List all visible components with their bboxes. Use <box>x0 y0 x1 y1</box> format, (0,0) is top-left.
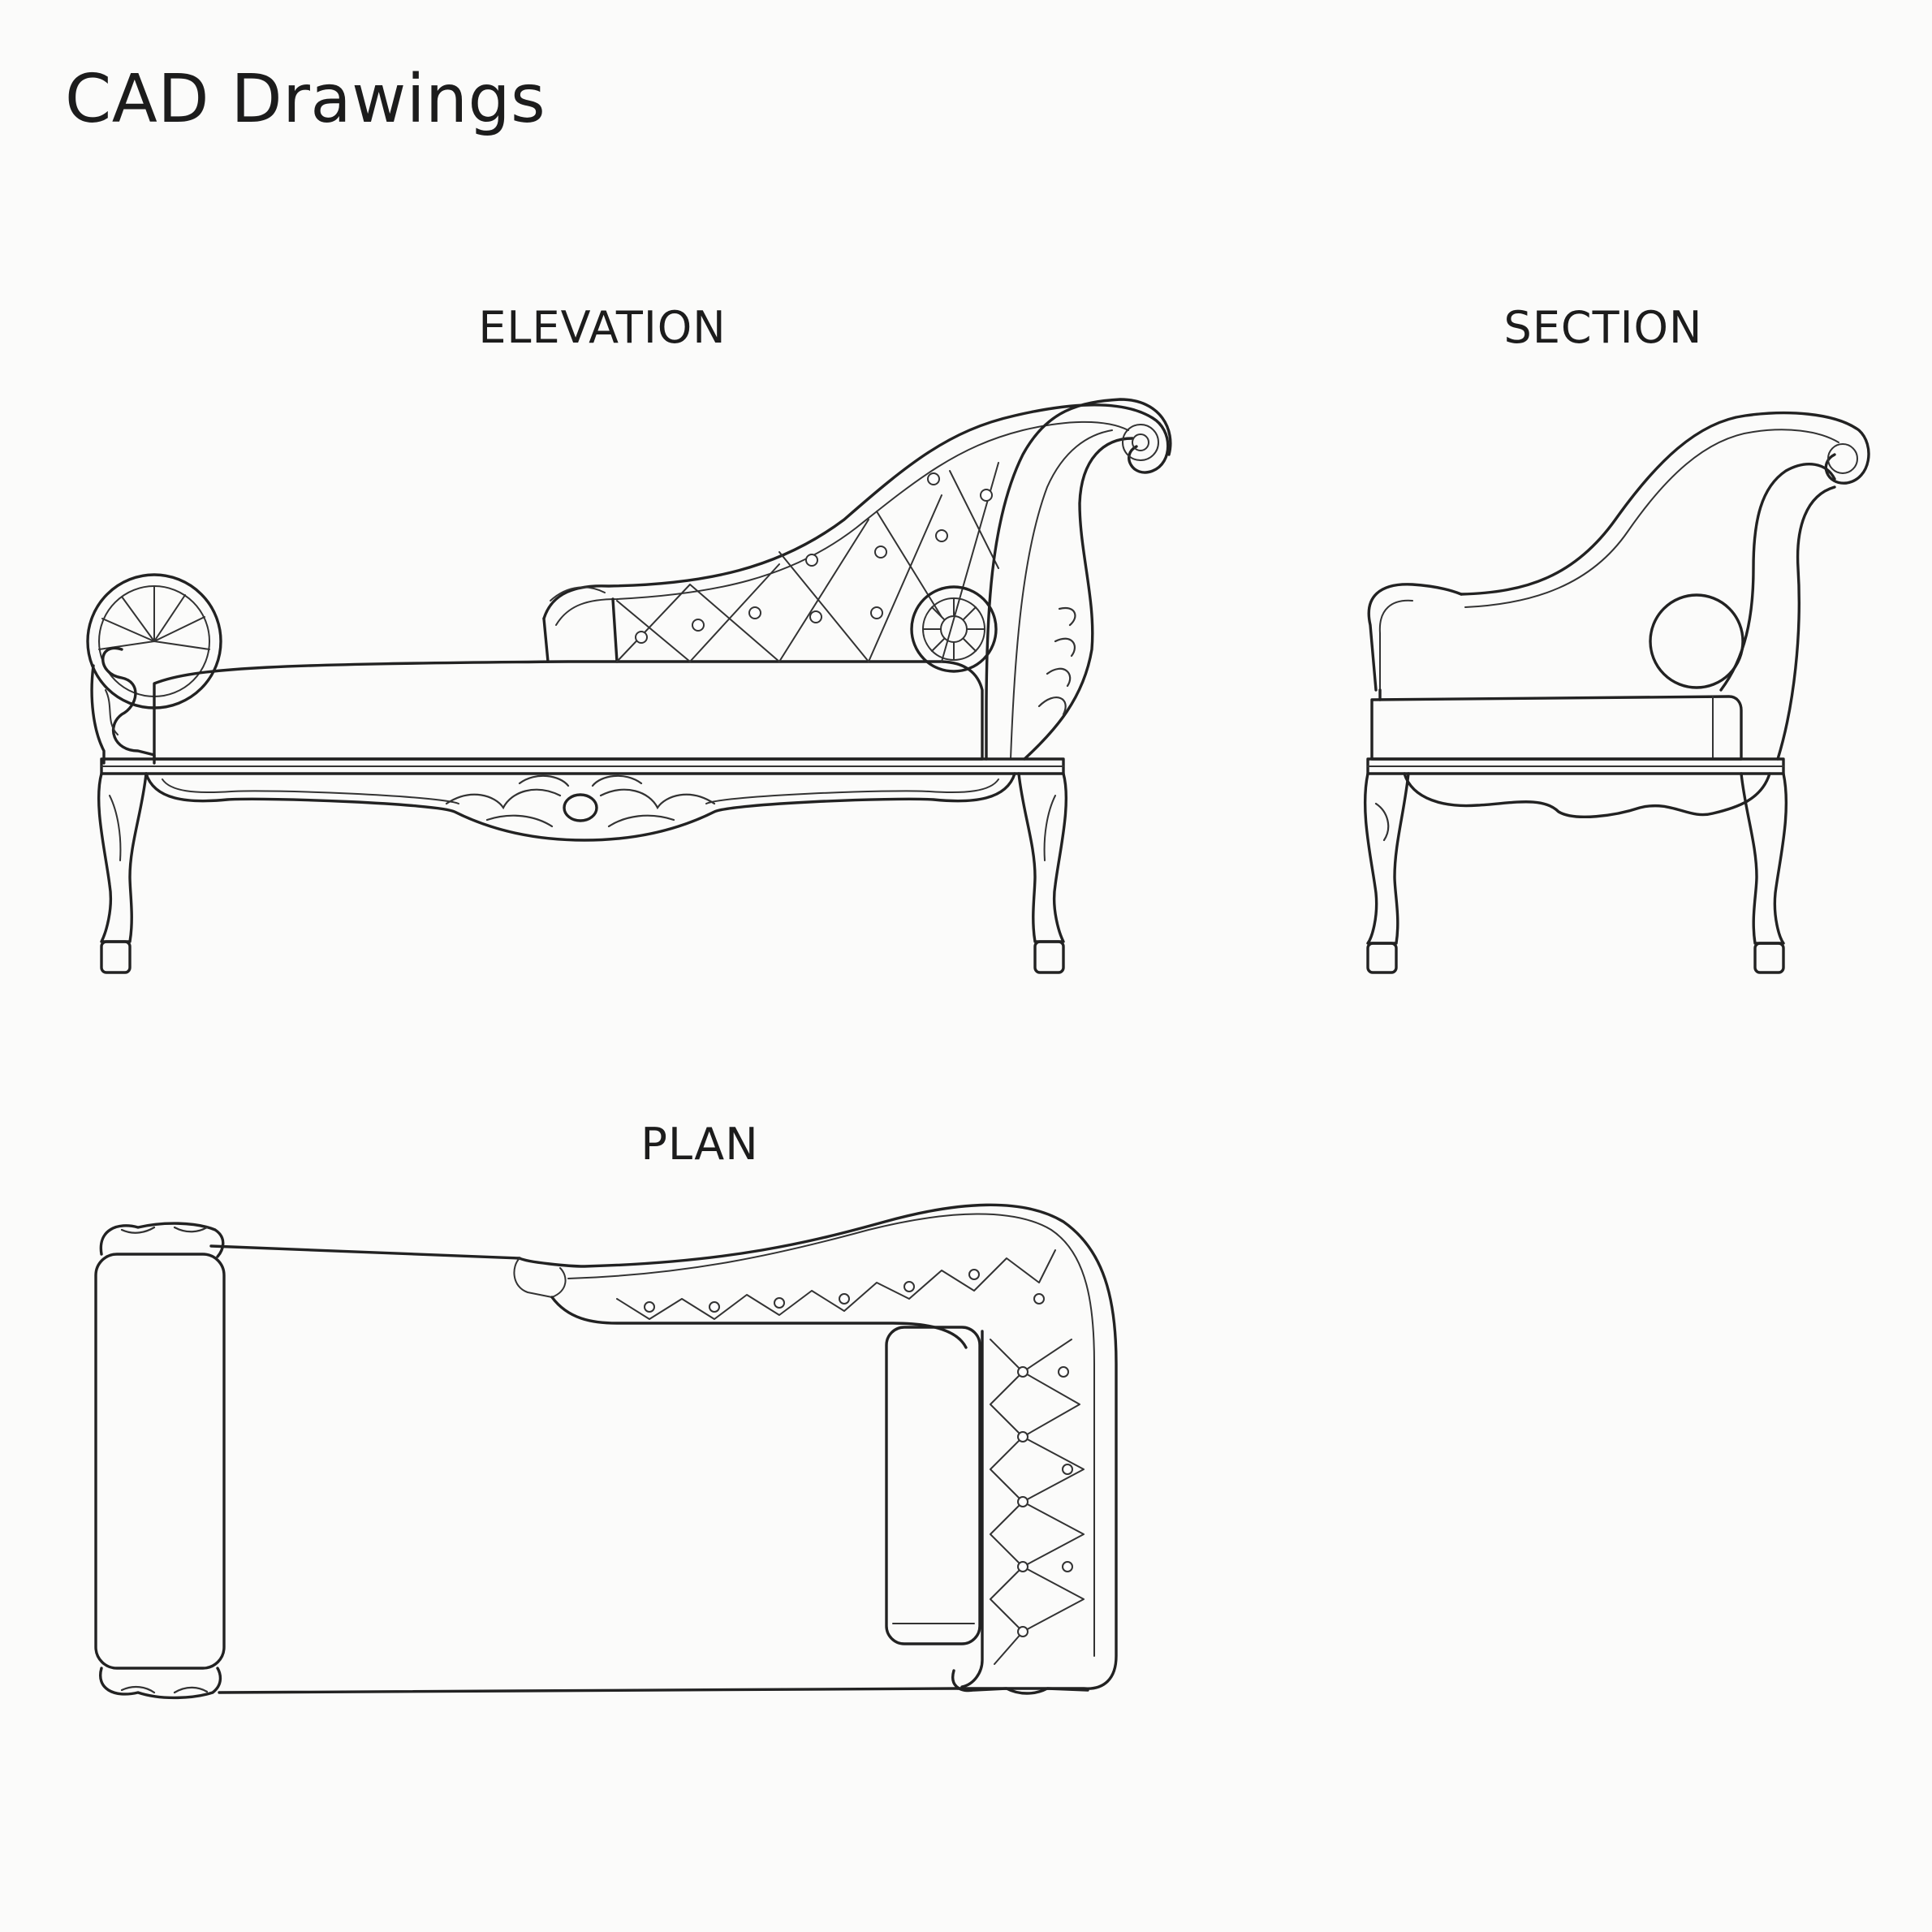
elevation-legs <box>97 772 1068 974</box>
plan-right-bolster <box>885 1326 981 1645</box>
section-apron <box>1403 772 1771 819</box>
plan-label: PLAN <box>640 1119 759 1170</box>
page-title: CAD Drawings <box>65 61 546 138</box>
section-left-arm <box>1367 583 1463 701</box>
section-legs <box>1363 772 1788 974</box>
section-seat-cushion <box>1370 695 1743 761</box>
plan-seat-outline <box>209 1244 960 1694</box>
elevation-apron <box>144 772 1016 842</box>
section-label: SECTION <box>1503 302 1703 353</box>
plan-left-bolster <box>94 1222 226 1700</box>
plan-drawing <box>94 1203 1118 1700</box>
elevation-backrest <box>542 403 1170 663</box>
plan-arm-end <box>951 1669 1089 1695</box>
section-backrest-scroll <box>1460 411 1870 761</box>
elevation-right-scroll-arm <box>985 398 1172 761</box>
elevation-label: ELEVATION <box>478 302 727 353</box>
elevation-drawing <box>86 398 1172 974</box>
section-seat-rail <box>1366 757 1785 775</box>
section-drawing <box>1363 411 1870 974</box>
elevation-bolster-pillow <box>910 585 998 673</box>
elevation-seat-cushion <box>153 660 984 761</box>
plan-backrest <box>513 1203 1118 1690</box>
elevation-seat-rail <box>100 757 1065 775</box>
section-bolster-pillow <box>1649 593 1744 689</box>
